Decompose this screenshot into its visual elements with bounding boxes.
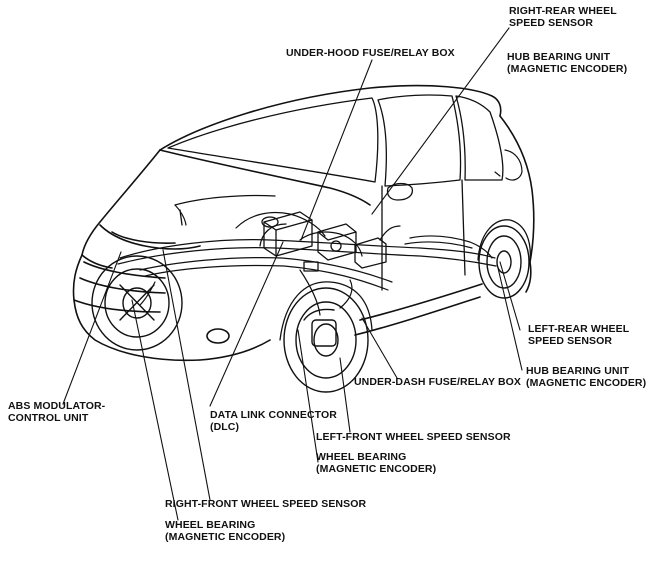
label-line: RIGHT-REAR WHEEL <box>509 5 617 17</box>
label-line: LEFT-FRONT WHEEL SPEED SENSOR <box>316 431 511 443</box>
label-line: HUB BEARING UNIT <box>507 51 611 63</box>
label-line: WHEEL BEARING <box>316 451 407 463</box>
label-line: HUB BEARING UNIT <box>526 365 630 377</box>
label-line: ABS MODULATOR- <box>8 400 106 412</box>
label-line: DATA LINK CONNECTOR <box>210 409 337 421</box>
wheel-rear-left <box>478 225 530 299</box>
car-body <box>72 84 535 362</box>
label-line: LEFT-REAR WHEEL <box>528 323 630 335</box>
components <box>261 211 387 272</box>
label-line: SPEED SENSOR <box>509 16 594 29</box>
label-right-front-wheel-speed-sensor: RIGHT-FRONT WHEEL SPEED SENSOR <box>165 498 367 511</box>
tail-lamp <box>494 149 523 181</box>
label-line: UNDER-HOOD FUSE/RELAY BOX <box>286 47 455 59</box>
label-under-hood-fuse-relay-box: UNDER-HOOD FUSE/RELAY BOX <box>286 47 455 60</box>
label-hub-bearing-unit-rear-right: HUB BEARING UNIT (MAGNETIC ENCODER) <box>507 51 628 75</box>
label-line: (MAGNETIC ENCODER) <box>316 462 437 475</box>
label-under-dash-fuse-relay-box: UNDER-DASH FUSE/RELAY BOX <box>354 376 522 389</box>
label-left-front-wheel-speed-sensor: LEFT-FRONT WHEEL SPEED SENSOR <box>316 431 511 444</box>
windows <box>167 94 504 291</box>
label-right-rear-wheel-speed-sensor: RIGHT-REAR WHEEL SPEED SENSOR <box>509 5 617 29</box>
wheel-front-right <box>91 255 183 351</box>
label-hub-bearing-unit-rear-left: HUB BEARING UNIT (MAGNETIC ENCODER) <box>526 365 647 389</box>
label-left-rear-wheel-speed-sensor: LEFT-REAR WHEEL SPEED SENSOR <box>528 323 630 347</box>
wheel-arches <box>279 219 531 341</box>
label-line: UNDER-DASH FUSE/RELAY BOX <box>354 376 522 388</box>
label-line: RIGHT-FRONT WHEEL SPEED SENSOR <box>165 498 367 510</box>
leader-lines <box>62 27 523 521</box>
label-line: (DLC) <box>210 420 240 433</box>
label-data-link-connector: DATA LINK CONNECTOR (DLC) <box>210 409 337 433</box>
label-wheel-bearing-front-left: WHEEL BEARING (MAGNETIC ENCODER) <box>316 451 437 475</box>
label-abs-modulator-control-unit: ABS MODULATOR- CONTROL UNIT <box>8 400 106 424</box>
label-line: SPEED SENSOR <box>528 334 613 347</box>
harness-lines <box>117 204 497 316</box>
label-line: (MAGNETIC ENCODER) <box>526 376 647 389</box>
label-line: (MAGNETIC ENCODER) <box>165 530 286 543</box>
label-line: CONTROL UNIT <box>8 411 89 424</box>
label-line: (MAGNETIC ENCODER) <box>507 62 628 75</box>
label-line: WHEEL BEARING <box>165 519 256 531</box>
wheel-front-left <box>283 287 369 393</box>
label-wheel-bearing-front-right: WHEEL BEARING (MAGNETIC ENCODER) <box>165 519 286 543</box>
